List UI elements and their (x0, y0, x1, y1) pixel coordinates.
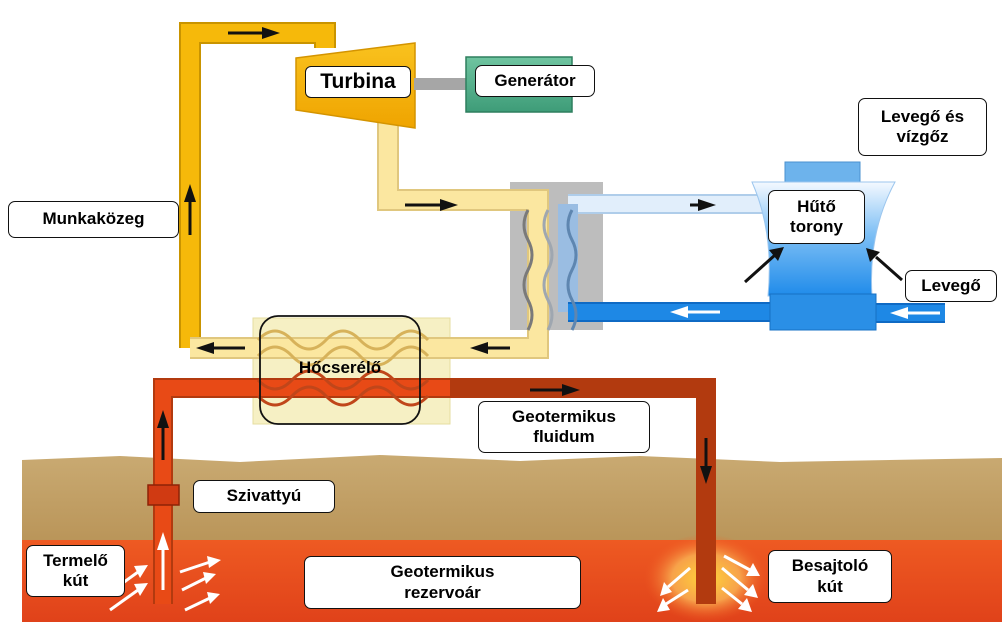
generator-label-text: Generátor (494, 70, 576, 90)
geothermal-fluid-label-line2: fluidum (533, 427, 595, 446)
reservoir-label-line2: rezervoár (404, 582, 481, 602)
production-well-label-line1: Termelő (43, 550, 108, 570)
reservoir-label: Geotermikus rezervoár (304, 556, 581, 609)
ground-layer (22, 455, 1002, 545)
flow-arrows-dark (157, 27, 903, 484)
cooling-water-pipe (558, 194, 945, 323)
reservoir-label-line1: Geotermikus (390, 562, 495, 582)
cooling-tower-label-line1: Hűtő (797, 196, 836, 216)
air-vapor-label-line2: vízgőz (896, 127, 949, 146)
injection-well-label: Besajtoló kút (768, 550, 892, 603)
turbine-label-box (305, 66, 411, 98)
working-fluid-label-text: Munkaközeg (42, 209, 145, 229)
flow-arrows-light (109, 306, 940, 612)
geothermal-fluid-label: Geotermikus fluidum (478, 401, 650, 453)
air-vapor-label: Levegő és vízgőz (858, 98, 987, 156)
generator-label: Generátor (475, 65, 595, 97)
pump-label: Szivattyú (193, 480, 335, 513)
condenser-coils (522, 209, 578, 331)
production-well-label-line2: kút (62, 571, 89, 590)
cooling-tower-label-line2: torony (790, 217, 843, 236)
heat-exchanger-label-text: Hőcserélő (298, 357, 382, 377)
air-label: Levegő (905, 270, 997, 302)
pump-label-text: Szivattyú (226, 486, 302, 506)
injection-well-label-line2: kút (817, 576, 843, 596)
production-well-label: Termelő kút (26, 545, 125, 597)
cooling-tower (751, 161, 896, 331)
injection-well-label-line1: Besajtoló (791, 556, 869, 576)
turbine-label-front: Turbina (305, 66, 411, 98)
air-vapor-label-line1: Levegő és (880, 106, 965, 126)
heat-exchanger-frame (259, 315, 421, 425)
turbine-label-front-text: Turbina (320, 70, 396, 94)
cooling-tower-label: Hűtő torony (768, 190, 865, 244)
heat-exchanger-coils (256, 329, 430, 407)
pump-shape (147, 484, 180, 506)
working-fluid-label: Munkaközeg (8, 201, 179, 238)
heat-exchanger-label: Hőcserélő (270, 356, 410, 380)
air-label-text: Levegő (921, 275, 981, 295)
geothermal-fluid-label-line1: Geotermikus (512, 406, 616, 426)
turbine-shaft (414, 78, 466, 90)
